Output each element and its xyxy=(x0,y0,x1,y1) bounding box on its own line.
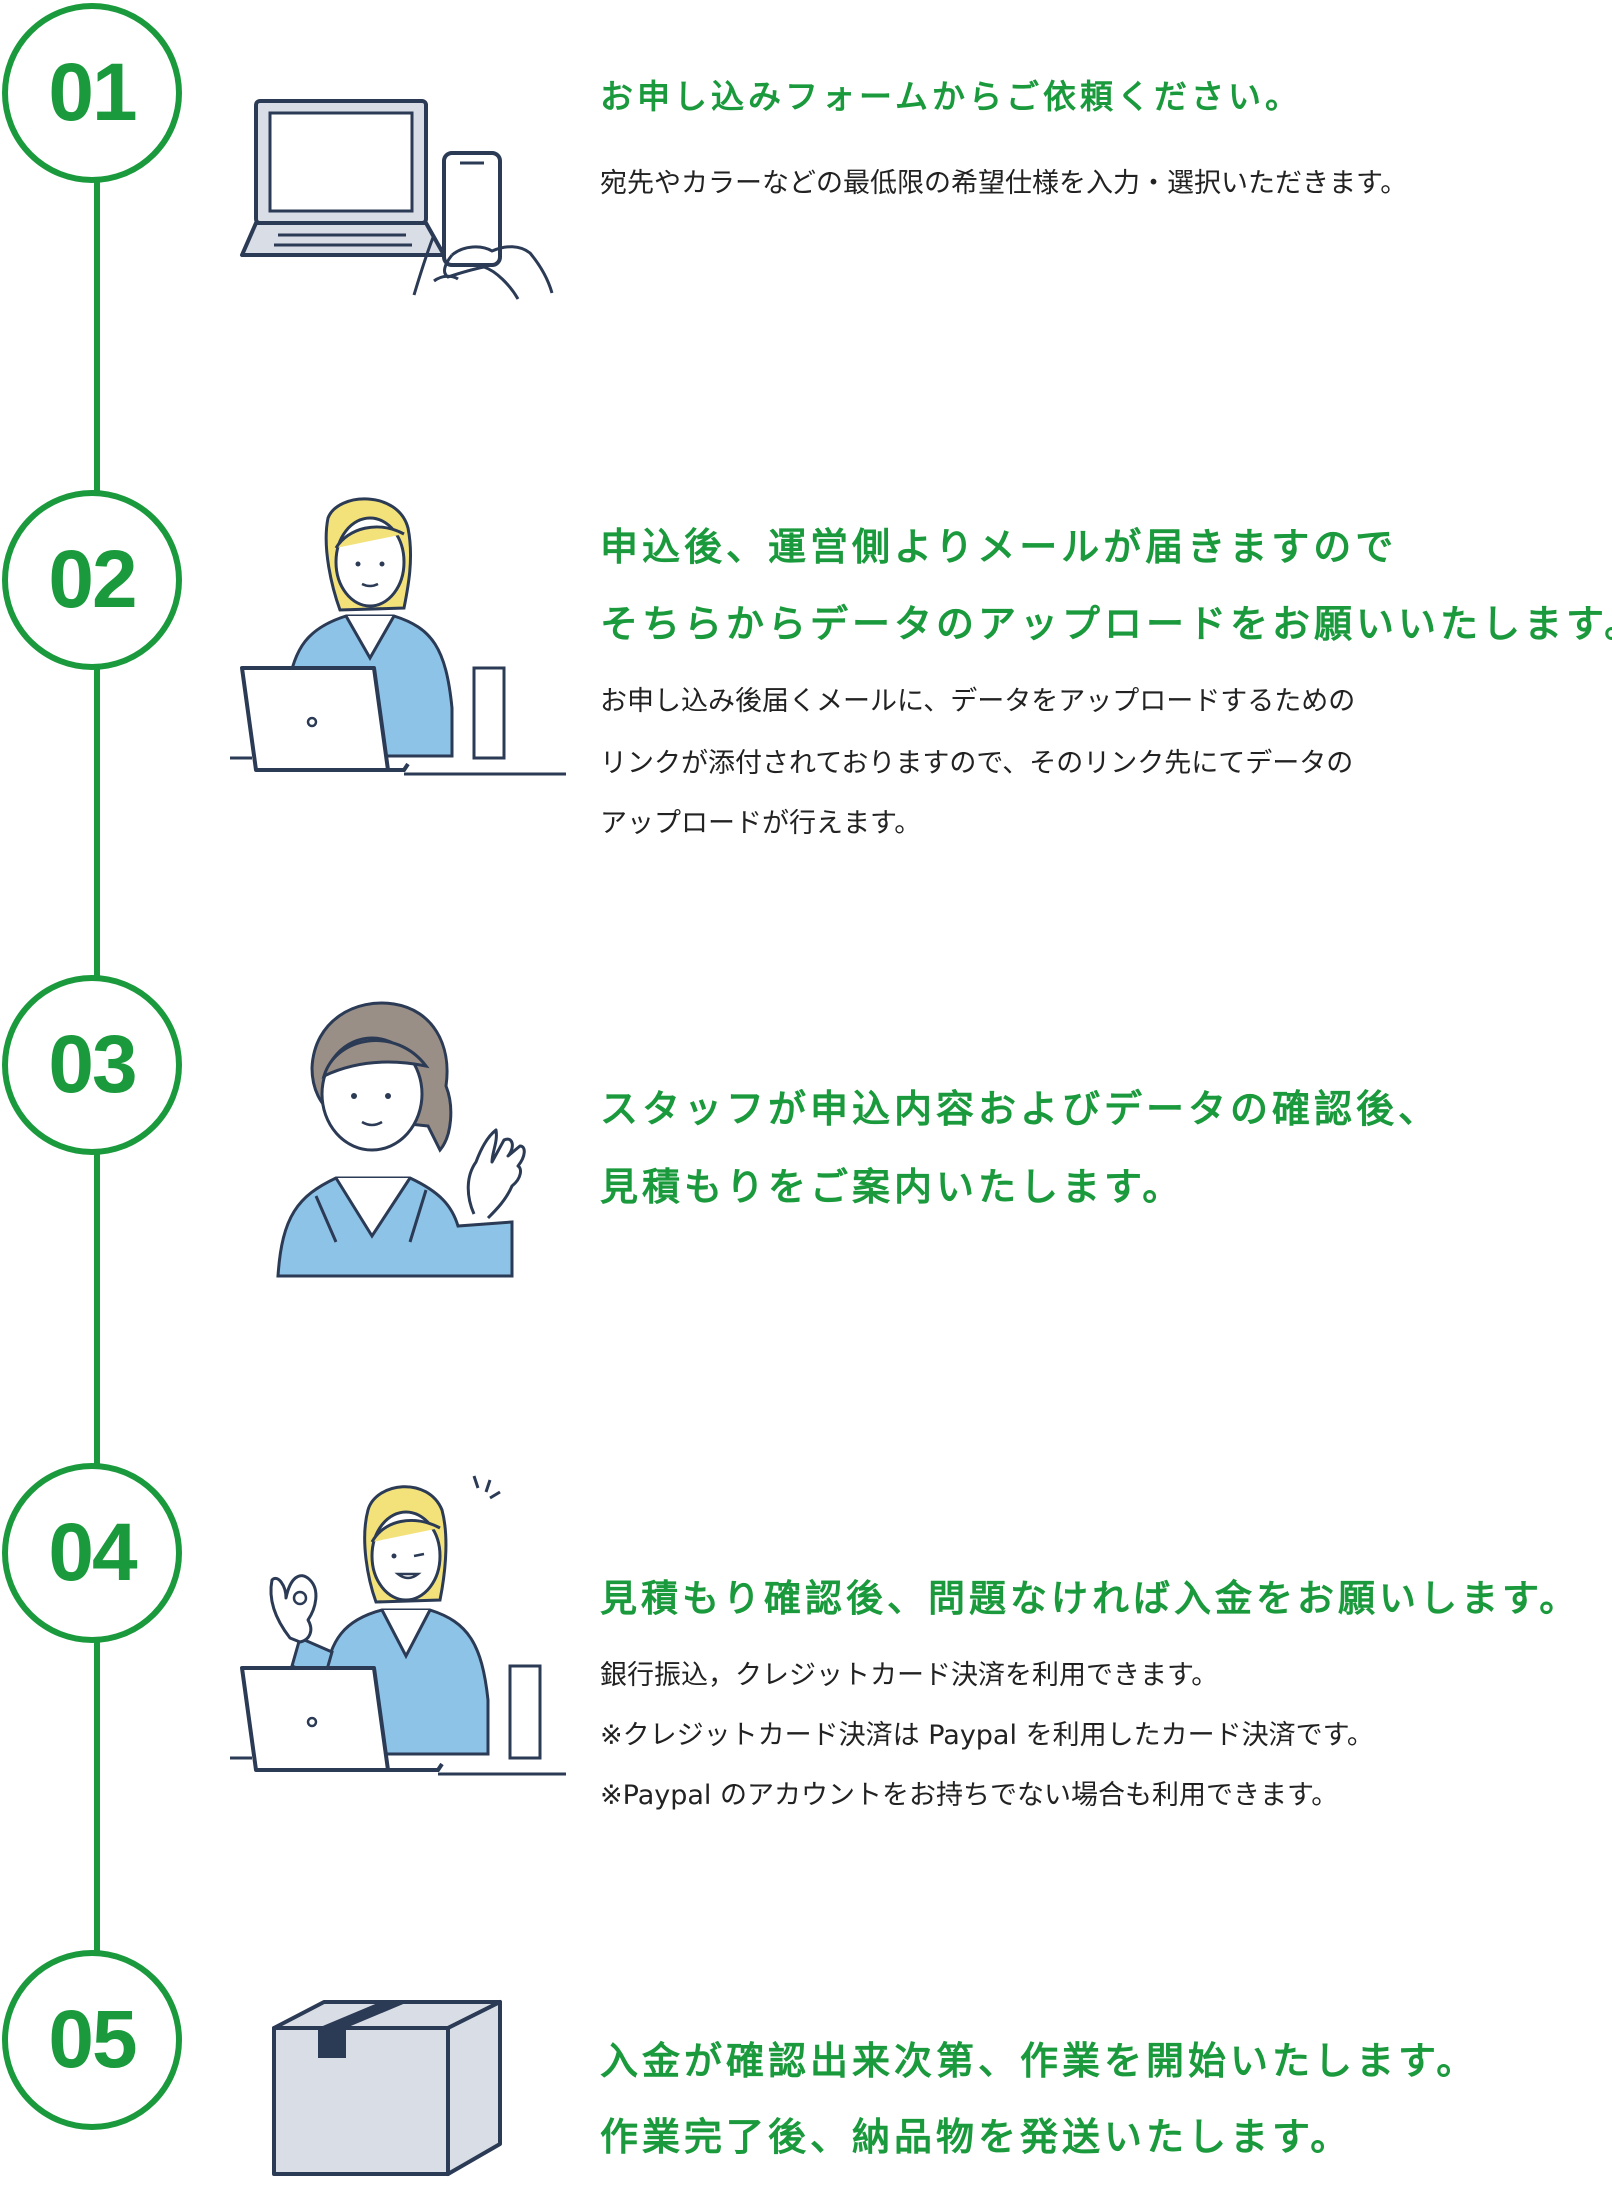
step-number-04: 04 xyxy=(2,1463,182,1643)
laptop-and-smartphone-illustration xyxy=(240,99,554,300)
step-number-03: 03 xyxy=(2,975,182,1155)
woman-ok-sign-at-laptop-illustration xyxy=(230,1475,566,1776)
step-01-heading: お申し込みフォームからご依頼ください。 xyxy=(600,77,1303,116)
step-02-heading-line-2: そちらからデータのアップロードをお願いいたします。 xyxy=(600,602,1612,646)
step-02-heading-line-1: 申込後、運営側よりメールが届きますので xyxy=(600,525,1398,569)
step-04-body-line-2: ※クレジットカード決済は Paypal を利用したカード決済です。 xyxy=(600,1720,1374,1751)
step-02-body-line-3: アップロードが行えます。 xyxy=(600,808,922,839)
step-03-heading-line-1: スタッフが申込内容およびデータの確認後、 xyxy=(600,1087,1441,1131)
step-04-body-line-3: ※Paypal のアカウントをお持ちでない場合も利用できます。 xyxy=(600,1780,1339,1811)
step-number-02: 02 xyxy=(2,490,182,670)
step-05-heading-line-1: 入金が確認出来次第、作業を開始いたします。 xyxy=(600,2039,1479,2083)
staff-woman-waving-illustration xyxy=(276,1001,526,1278)
step-04-body-line-1: 銀行振込，クレジットカード決済を利用できます。 xyxy=(600,1660,1219,1691)
step-03-heading-line-2: 見積もりをご案内いたします。 xyxy=(600,1165,1185,1209)
step-04-heading: 見積もり確認後、問題なければ入金をお願いします。 xyxy=(600,1577,1581,1620)
woman-at-laptop-illustration xyxy=(230,497,566,776)
step-01-body: 宛先やカラーなどの最低限の希望仕様を入力・選択いただきます。 xyxy=(600,168,1408,199)
step-number-05: 05 xyxy=(2,1950,182,2130)
step-05-heading-line-2: 作業完了後、納品物を発送いたします。 xyxy=(600,2115,1353,2159)
step-02-body-line-2: リンクが添付されておりますので、そのリンク先にてデータの xyxy=(600,748,1354,779)
step-02-body-line-1: お申し込み後届くメールに、データをアップロードするための xyxy=(600,686,1356,717)
cardboard-box-illustration xyxy=(272,2000,502,2176)
step-number-01: 01 xyxy=(2,3,182,183)
